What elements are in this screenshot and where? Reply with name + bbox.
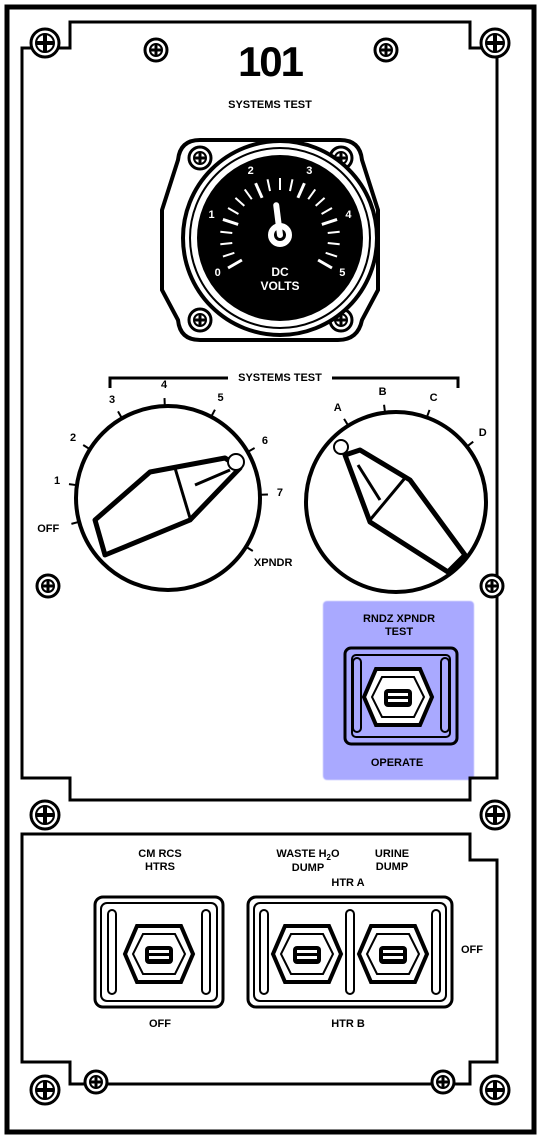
meter-tick [243, 188, 253, 200]
small-screw-icon [143, 37, 169, 63]
voltmeter-unit-line2: VOLTS [260, 278, 300, 293]
small-screw-icon [373, 37, 399, 63]
waste-line1-b: O [331, 848, 340, 860]
urine-line2: DUMP [375, 860, 409, 873]
rndz-xpndr-switch [343, 646, 459, 746]
urine-dump-label: URINE DUMP [355, 848, 429, 873]
meter-tick [220, 230, 233, 234]
cm-rcs-htrs-switch [93, 895, 225, 1009]
rndz-operate-label: OPERATE [370, 757, 424, 769]
cm-rcs-htrs-label: CM RCS HTRS [110, 848, 210, 873]
knob-position-label: 5 [217, 392, 224, 405]
knob-position-label: A [333, 401, 342, 414]
meter-scale-label: 3 [306, 165, 313, 178]
meter-scale-label: 4 [345, 208, 352, 221]
corner-screw-icon [479, 799, 511, 831]
knob-position-label: B [378, 385, 387, 398]
corner-screw-icon [29, 27, 61, 59]
rndz-title-line2: TEST [384, 625, 414, 638]
right-off-label: OFF [461, 944, 483, 956]
meter-tick [289, 179, 294, 192]
knob-tick [210, 409, 216, 418]
meter-tick [317, 258, 333, 270]
meter-tick [307, 188, 317, 200]
knob-position-label: C [429, 391, 438, 404]
waste-sub: 2 [326, 853, 331, 862]
knob-tick [82, 444, 91, 451]
knob-position-label: D [478, 427, 487, 440]
meter-scale-label: 2 [247, 165, 254, 178]
meter-tick [321, 218, 338, 226]
corner-screw-icon [29, 1074, 61, 1106]
waste-urine-switches [246, 895, 454, 1009]
panel-title: SYSTEMS TEST [228, 99, 312, 111]
rndz-title-line1: RNDZ XPNDR [362, 613, 436, 625]
meter-scale-label: 1 [208, 208, 215, 221]
cm-rcs-off-label: OFF [149, 1018, 171, 1030]
systems-test-left-knob [68, 398, 268, 592]
waste-line1-a: WASTE H [276, 848, 327, 860]
htr-b-label: HTR B [331, 1018, 365, 1030]
small-screw-icon [430, 1069, 456, 1095]
knob-position-label: 6 [261, 435, 269, 447]
waste-line2: DUMP [291, 862, 325, 875]
meter-tick [227, 258, 243, 270]
meter-tick [327, 242, 340, 246]
meter-scale-label: 0 [214, 267, 221, 279]
small-screw-icon [479, 573, 505, 599]
knob-position-label: 1 [54, 475, 61, 488]
small-screw-icon [83, 1069, 109, 1095]
meter-tick [254, 182, 264, 199]
meter-tick [325, 251, 338, 258]
meter-scale-label: 5 [339, 267, 346, 279]
knob-position-label: 3 [108, 394, 116, 406]
meter-tick [227, 207, 239, 215]
corner-screw-icon [29, 799, 61, 831]
small-screw-icon [35, 573, 61, 599]
meter-tick [315, 197, 326, 207]
meter-tick [222, 218, 239, 226]
knob-tick [343, 418, 350, 427]
knob-tick [425, 409, 431, 418]
meter-tick [321, 207, 333, 215]
knob-tick [245, 545, 254, 552]
waste-dump-label: WASTE H2O DUMP [258, 848, 358, 875]
rndz-title: RNDZ XPNDR TEST [335, 613, 463, 638]
systems-test-label: SYSTEMS TEST [228, 372, 332, 385]
knob-tick [247, 447, 256, 453]
cm-rcs-line2: HTRS [145, 860, 175, 873]
voltmeter-unit: DC VOLTS [240, 265, 320, 294]
knob-position-label: 4 [161, 379, 168, 392]
knob-tick [71, 520, 80, 525]
knob-position-label: 2 [69, 431, 77, 444]
systems-test-right-knob [304, 404, 488, 594]
corner-screw-icon [479, 27, 511, 59]
waste-dump-toggle [271, 924, 343, 984]
cm-rcs-line1: CM RCS [138, 848, 182, 860]
meter-tick [296, 182, 306, 199]
knob-tick [68, 483, 78, 487]
corner-screw-icon [479, 1074, 511, 1106]
knob-tick [383, 404, 387, 413]
panel-number: 101 [237, 38, 304, 85]
knob-position-label: 7 [276, 487, 283, 500]
voltmeter-unit-line1: DC [271, 265, 289, 279]
knob-position-label: OFF [37, 523, 60, 536]
meter-tick [220, 242, 233, 246]
htr-a-label: HTR A [331, 877, 365, 889]
voltmeter-gauge [160, 138, 380, 342]
knob-tick [466, 440, 474, 448]
meter-tick [327, 230, 340, 234]
meter-tick [266, 179, 271, 192]
knob-position-label: XPNDR [253, 556, 293, 569]
urine-dump-toggle [357, 924, 429, 984]
knob-tick [117, 410, 123, 419]
urine-line1: URINE [374, 848, 410, 860]
meter-tick [234, 197, 245, 207]
meter-tick [222, 251, 235, 258]
